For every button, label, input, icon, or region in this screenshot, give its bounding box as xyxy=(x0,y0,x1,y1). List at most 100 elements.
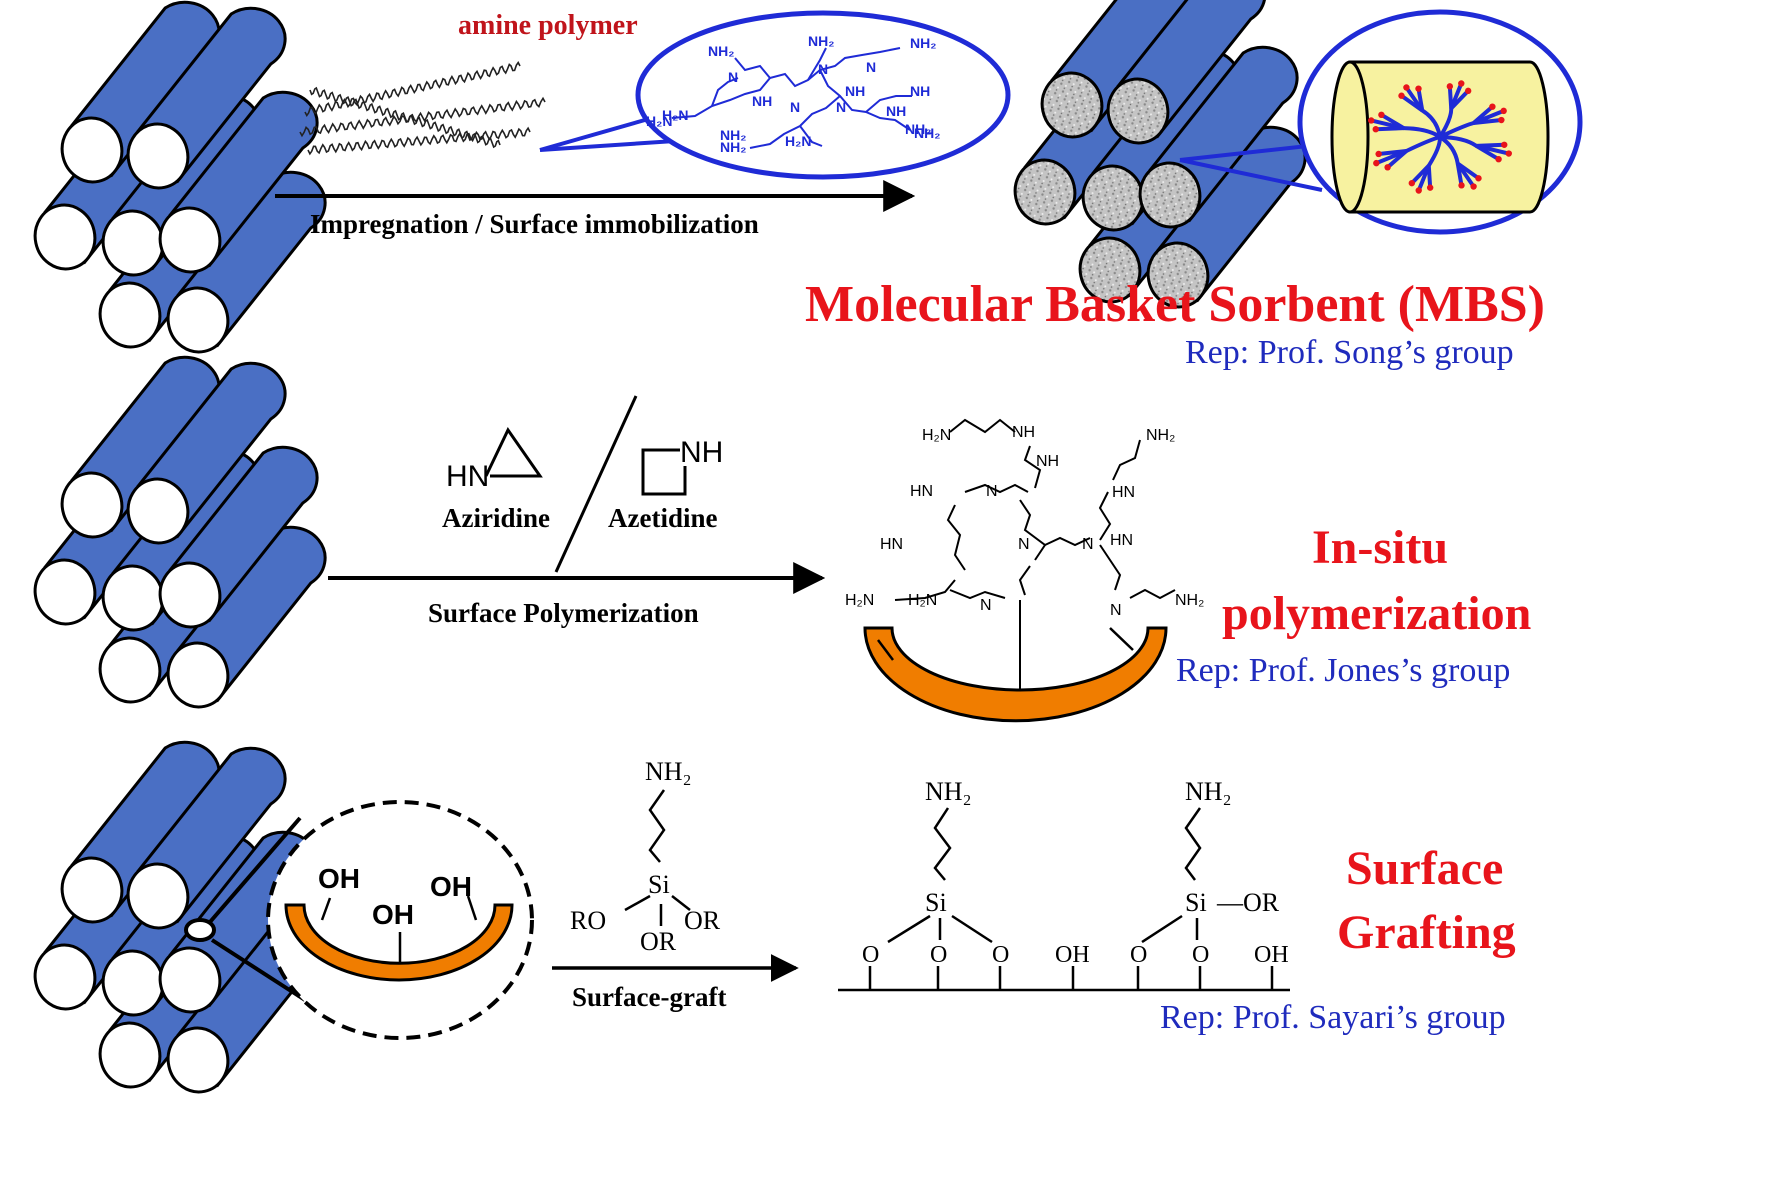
amine-end-group xyxy=(1426,184,1434,191)
amine-end-group xyxy=(1378,111,1385,119)
surface-atom: O xyxy=(930,942,947,968)
polyamine-atom-label: N xyxy=(980,597,992,614)
surface-atom: O xyxy=(992,942,1009,968)
silanol-zoom-circle xyxy=(266,800,534,1040)
amine-polymer-label: amine polymer xyxy=(458,10,638,41)
silica-tube xyxy=(166,525,327,709)
title-insitu-line1: In-situ xyxy=(1312,521,1448,574)
amine-end-group xyxy=(1368,117,1375,124)
dendrimer-branch xyxy=(1410,164,1431,185)
amine-end-group xyxy=(1475,175,1482,182)
mesoporous-silica-bundle-2 xyxy=(33,355,327,709)
dendrimer-branch xyxy=(1475,144,1500,161)
silica-tube xyxy=(1138,45,1299,229)
zoom-line xyxy=(210,938,307,1002)
amine-end-group xyxy=(1415,85,1422,92)
pei-atom-label: N xyxy=(866,59,876,75)
dendrimer-branch xyxy=(1447,86,1454,109)
amine-end-group xyxy=(1415,187,1422,194)
dendrimer-branch xyxy=(1416,136,1442,192)
pei-atom-label: H₂N xyxy=(785,133,811,149)
arrow-label-graft: Surface-graft xyxy=(572,982,726,1012)
silane-si: Si xyxy=(648,870,670,899)
dendrimer-branch xyxy=(1438,135,1476,188)
polyamine-atom-label: HN xyxy=(1112,484,1135,501)
silica-tube xyxy=(126,746,287,930)
surface-atom: O xyxy=(1192,942,1209,968)
amine-end-group xyxy=(1384,164,1391,171)
polyamine-atom-label: H₂N xyxy=(845,592,874,609)
aziridine-label: Aziridine xyxy=(442,503,550,533)
grafted-nh2-1: NH₂ xyxy=(925,777,972,806)
pei-atom-label: NH₂ xyxy=(905,121,931,137)
pei-atom-label: N xyxy=(836,99,846,115)
pei-atom-label: NH xyxy=(886,103,906,119)
amine-end-group xyxy=(1373,159,1380,167)
silica-tube xyxy=(60,0,221,184)
amine-end-group xyxy=(1464,87,1472,95)
azetidine-structure: NH xyxy=(641,436,723,496)
arrow-label-impregnation: Impregnation / Surface immobilization xyxy=(310,209,759,239)
amine-end-group xyxy=(1403,84,1410,91)
polyamine-atom-label: HN xyxy=(910,483,933,500)
dendrimer-branch xyxy=(1456,161,1480,180)
pei-atom-label: NH₂ xyxy=(910,35,936,51)
azetidine-label: Azetidine xyxy=(608,503,717,533)
dendrimer-branch xyxy=(1378,149,1407,156)
silica-tube xyxy=(158,445,319,629)
amine-end-group xyxy=(1505,150,1512,157)
polyamine-atom-label: NH₂ xyxy=(1146,427,1175,444)
pei-atom-label: H₂N xyxy=(662,107,688,123)
amine-end-group xyxy=(1375,150,1382,158)
amine-polymer-chains xyxy=(299,60,546,156)
dendrimer-branch xyxy=(1404,86,1442,138)
pei-atom-label: N xyxy=(818,61,828,77)
amine-end-group xyxy=(1372,126,1379,133)
surface-atom: OH xyxy=(1055,942,1090,968)
amine-end-group xyxy=(1495,155,1502,163)
azetidine-nh: NH xyxy=(680,436,723,469)
silanol-oh-3: OH xyxy=(430,871,472,902)
silanol-oh-2: OH xyxy=(372,899,414,930)
dendrimer-branch xyxy=(1472,105,1494,125)
callout-line-2 xyxy=(1179,158,1323,192)
dendrimer-branch xyxy=(1375,126,1404,132)
pei-atom-label: N xyxy=(728,69,738,85)
silane-ro: RO xyxy=(570,906,606,935)
polyamine-atom-label: H₂N xyxy=(908,592,937,609)
title-grafting-line2: Grafting xyxy=(1337,906,1516,959)
title-grafting-line1: Surface xyxy=(1346,842,1503,895)
amine-end-group xyxy=(1470,183,1477,190)
rep-jones: Rep: Prof. Jones’s group xyxy=(1176,652,1510,689)
pei-atom-label: NH xyxy=(752,93,772,109)
dendrimer-branch xyxy=(1370,118,1442,139)
silane-nh2: NH₂ xyxy=(645,757,692,786)
polyamine-atom-label: HN xyxy=(880,536,903,553)
rep-song: Rep: Prof. Song’s group xyxy=(1185,334,1514,371)
title-mbs: Molecular Basket Sorbent (MBS) xyxy=(805,276,1545,333)
dendrimer-branch xyxy=(1400,94,1424,113)
silica-tube xyxy=(1146,125,1307,309)
polyamine-atom-label: N xyxy=(986,483,998,500)
mesoporous-silica-bundle-1 xyxy=(33,0,327,354)
surface-atom: O xyxy=(862,942,879,968)
pei-atom-label: NH₂ xyxy=(914,125,940,141)
silica-pore-wall-orange xyxy=(863,626,1168,723)
polyamine-atom-label: NH₂ xyxy=(1175,592,1204,609)
branched-pei-structure xyxy=(671,47,912,149)
arrow-label-polymerization: Surface Polymerization xyxy=(428,598,699,628)
pei-atom-label: NH xyxy=(910,83,930,99)
pei-atom-label: H₂N xyxy=(646,113,672,129)
title-insitu-line2: polymerization xyxy=(1222,587,1531,640)
aminopropyl-silane-structure xyxy=(624,789,691,926)
polyamine-atom-label: HN xyxy=(1110,532,1133,549)
dendrimer-branch xyxy=(1438,82,1464,139)
silanol-oh-1: OH xyxy=(318,863,360,894)
silica-tube xyxy=(60,740,221,924)
zoom-line xyxy=(208,816,302,924)
rep-sayari: Rep: Prof. Sayari’s group xyxy=(1160,999,1506,1036)
amine-end-group xyxy=(1458,80,1465,87)
callout-line xyxy=(539,138,691,152)
